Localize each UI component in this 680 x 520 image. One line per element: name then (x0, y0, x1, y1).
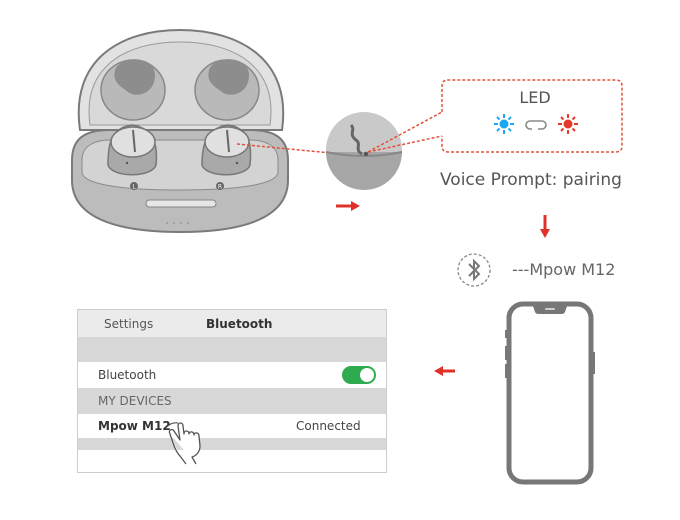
section-spacer (78, 438, 386, 450)
hand-pointer-icon (167, 422, 201, 465)
device-row[interactable]: Mpow M12 Connected (78, 414, 386, 438)
bluetooth-icon (457, 253, 491, 287)
arrow-left-icon (434, 366, 455, 376)
page-title: Bluetooth (206, 317, 273, 331)
arrow-right-icon (336, 201, 360, 211)
alternate-flash-icon (494, 114, 578, 134)
earbuds-case-illustration: L R (71, 28, 289, 234)
arrow-down-icon (540, 215, 550, 238)
voice-prompt-text: Voice Prompt: pairing (440, 170, 622, 190)
nav-bar: Settings Bluetooth (78, 310, 386, 338)
bluetooth-row: Bluetooth (78, 362, 386, 388)
smartphone-illustration (505, 301, 595, 485)
section-header: MY DEVICES (78, 388, 386, 414)
toggle-knob (360, 368, 374, 382)
device-name[interactable]: Mpow M12 (98, 419, 171, 433)
bluetooth-settings-screen: Settings Bluetooth Bluetooth MY DEVICES … (77, 309, 387, 473)
svg-text:L: L (132, 184, 136, 191)
bluetooth-toggle[interactable] (342, 366, 376, 384)
section-spacer (78, 338, 386, 362)
my-devices-label: MY DEVICES (98, 394, 172, 408)
led-label: LED (519, 88, 551, 107)
svg-text:R: R (218, 184, 222, 191)
empty-row (78, 450, 386, 472)
back-button[interactable]: Settings (104, 317, 154, 331)
bluetooth-row-label: Bluetooth (98, 368, 157, 382)
device-name-label: ---Mpow M12 (512, 260, 616, 279)
connection-status: Connected (296, 419, 361, 433)
